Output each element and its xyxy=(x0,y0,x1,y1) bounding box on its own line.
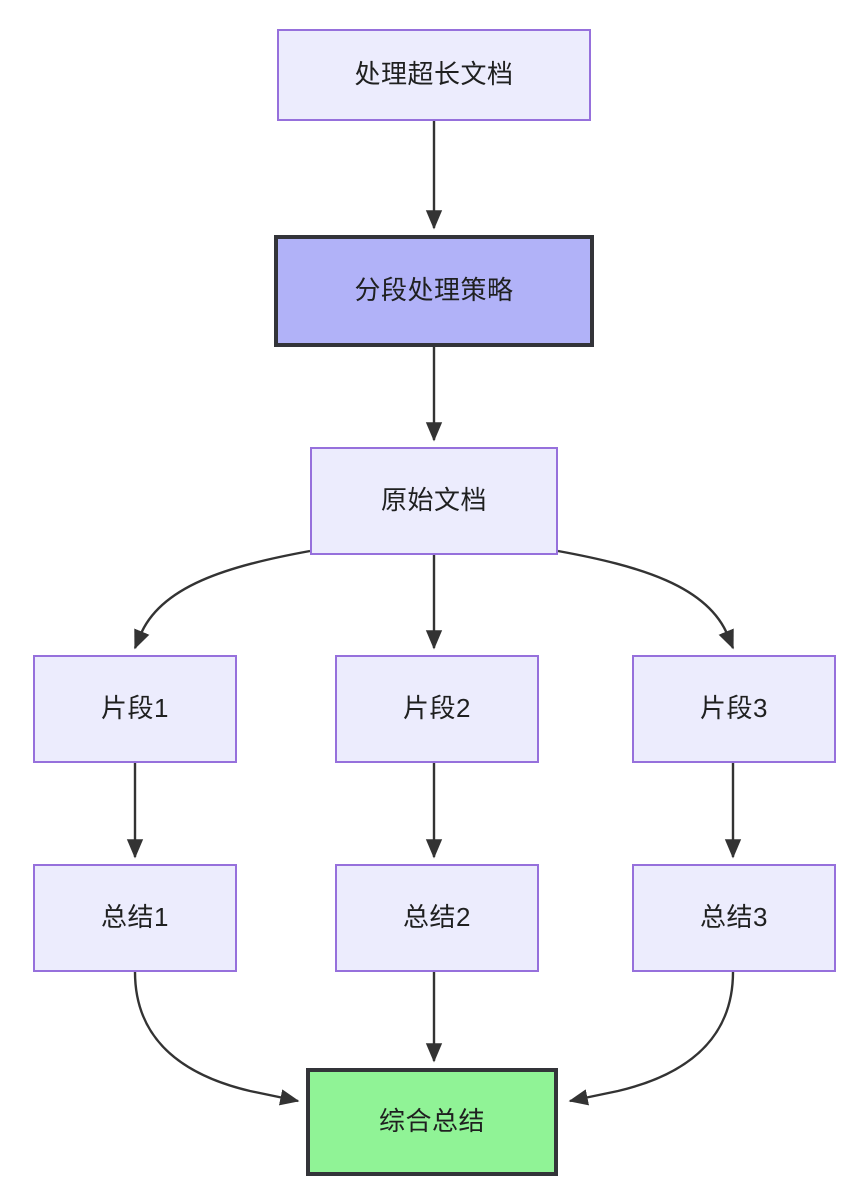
node-long-doc[interactable]: 处理超长文档 xyxy=(277,29,591,121)
node-source-doc[interactable]: 原始文档 xyxy=(310,447,558,555)
node-summary-1[interactable]: 总结1 xyxy=(33,864,237,972)
node-fragment-1-label: 片段1 xyxy=(101,693,169,724)
node-summary-3-label: 总结3 xyxy=(700,902,768,933)
node-summary-3[interactable]: 总结3 xyxy=(632,864,836,972)
edge-summary-3-to-final-summary xyxy=(568,971,735,1106)
edge-source-doc-to-fragment-1 xyxy=(133,549,311,650)
node-chunk-strategy[interactable]: 分段处理策略 xyxy=(274,235,594,347)
node-long-doc-label: 处理超长文档 xyxy=(354,59,514,90)
node-source-doc-label: 原始文档 xyxy=(380,485,487,516)
node-fragment-2[interactable]: 片段2 xyxy=(335,655,539,763)
node-summary-2-label: 总结2 xyxy=(403,902,471,933)
node-fragment-3[interactable]: 片段3 xyxy=(632,655,836,763)
node-final-summary[interactable]: 综合总结 xyxy=(306,1068,558,1176)
edge-source-doc-to-fragment-3 xyxy=(557,549,735,650)
node-summary-2[interactable]: 总结2 xyxy=(335,864,539,972)
edge-summary-1-to-final-summary xyxy=(133,971,300,1106)
node-fragment-2-label: 片段2 xyxy=(403,693,471,724)
node-fragment-3-label: 片段3 xyxy=(700,693,768,724)
node-fragment-1[interactable]: 片段1 xyxy=(33,655,237,763)
node-final-summary-label: 综合总结 xyxy=(378,1106,485,1137)
node-chunk-strategy-label: 分段处理策略 xyxy=(354,275,514,306)
node-summary-1-label: 总结1 xyxy=(101,902,169,933)
